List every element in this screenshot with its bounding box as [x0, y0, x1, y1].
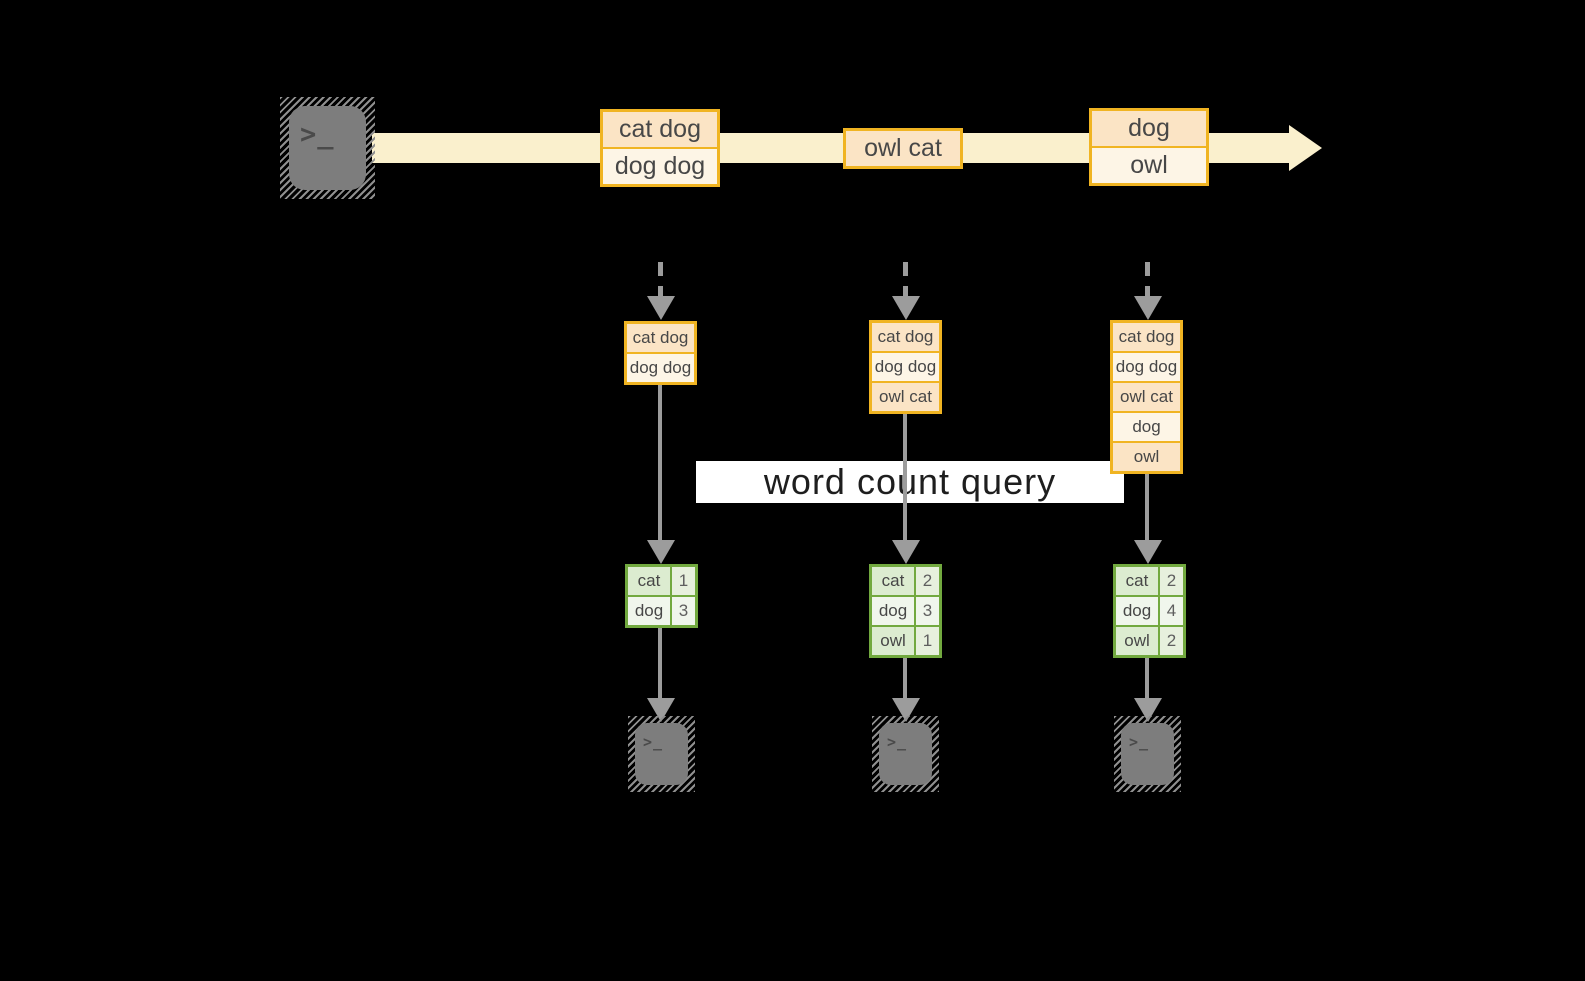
- message-text: dog dog: [1115, 357, 1178, 376]
- message-text: owl cat: [879, 387, 932, 406]
- terminal-icon: >_: [872, 716, 939, 792]
- message-row: dog: [1113, 411, 1180, 441]
- flow-arrow-line: [1145, 474, 1149, 540]
- message-buffer-3: cat dog dog dog owl cat dog owl: [1110, 320, 1183, 474]
- terminal-icon: >_: [280, 97, 375, 199]
- dashed-arrow-line: [1145, 262, 1150, 296]
- word-cell: cat: [1116, 567, 1160, 595]
- terminal-icon-body: >_: [1121, 723, 1174, 785]
- message-row: owl cat: [872, 381, 939, 411]
- message-buffer-1: cat dog dog dog: [624, 321, 697, 385]
- message-row: dog dog: [1113, 351, 1180, 381]
- flow-arrowhead-icon: [1134, 540, 1162, 564]
- terminal-icon-body: >_: [289, 106, 366, 190]
- value-cell: 3: [916, 597, 939, 625]
- message-row: cat dog: [603, 112, 717, 147]
- message-row: cat dog: [627, 324, 694, 352]
- word-cell: dog: [1116, 597, 1160, 625]
- terminal-icon: >_: [1114, 716, 1181, 792]
- terminal-prompt-glyph: >_: [887, 733, 908, 751]
- count-row: dog 3: [872, 595, 939, 625]
- flow-arrowhead-icon: [892, 540, 920, 564]
- value-cell: 2: [1160, 627, 1183, 655]
- word-cell: owl: [1116, 627, 1160, 655]
- count-row: dog 3: [628, 595, 695, 625]
- word-cell: dog: [872, 597, 916, 625]
- value-cell: 1: [916, 627, 939, 655]
- message-row: dog: [1092, 111, 1206, 146]
- stream-batch-2: owl cat: [843, 128, 963, 169]
- terminal-icon-body: >_: [635, 723, 688, 785]
- dashed-arrowhead-icon: [892, 296, 920, 320]
- message-text: dog dog: [629, 358, 692, 377]
- word-count-table-3: cat 2 dog 4 owl 2: [1113, 564, 1186, 658]
- message-text: cat dog: [1118, 327, 1175, 346]
- flow-arrow-line: [658, 385, 662, 540]
- word-cell: dog: [628, 597, 672, 625]
- stream-batch-1: cat dog dog dog: [600, 109, 720, 187]
- word-cell: cat: [872, 567, 916, 595]
- value-cell: 3: [672, 597, 695, 625]
- flow-arrow-line: [903, 658, 907, 698]
- value-cell: 1: [672, 567, 695, 595]
- count-row: owl 2: [1116, 625, 1183, 655]
- stream-arrowhead-icon: [1289, 125, 1322, 171]
- message-row: owl cat: [846, 131, 960, 166]
- count-row: dog 4: [1116, 595, 1183, 625]
- terminal-prompt-glyph: >_: [300, 119, 335, 150]
- message-text: dog: [1132, 417, 1161, 436]
- message-row: dog dog: [872, 351, 939, 381]
- word-cell: owl: [872, 627, 916, 655]
- word-count-table-1: cat 1 dog 3: [625, 564, 698, 628]
- message-text: owl cat: [864, 134, 942, 162]
- message-row: dog dog: [603, 147, 717, 184]
- message-text: cat dog: [618, 115, 701, 143]
- message-row: owl: [1113, 441, 1180, 471]
- flow-arrow-line: [903, 414, 907, 540]
- count-row: owl 1: [872, 625, 939, 655]
- message-text: owl: [1133, 447, 1160, 466]
- message-text: owl cat: [1120, 387, 1173, 406]
- value-cell: 2: [1160, 567, 1183, 595]
- flow-arrowhead-icon: [647, 540, 675, 564]
- count-row: cat 1: [628, 567, 695, 595]
- message-text: dog dog: [614, 152, 706, 180]
- count-row: cat 2: [1116, 567, 1183, 595]
- message-text: dog: [1128, 114, 1170, 142]
- word-count-table-2: cat 2 dog 3 owl 1: [869, 564, 942, 658]
- dashed-arrow-line: [903, 262, 908, 296]
- dashed-arrowhead-icon: [1134, 296, 1162, 320]
- message-buffer-2: cat dog dog dog owl cat: [869, 320, 942, 414]
- message-row: cat dog: [1113, 323, 1180, 351]
- terminal-icon-body: >_: [879, 723, 932, 785]
- message-text: dog dog: [874, 357, 937, 376]
- terminal-icon: >_: [628, 716, 695, 792]
- message-row: dog dog: [627, 352, 694, 382]
- value-cell: 4: [1160, 597, 1183, 625]
- query-label: word count query: [696, 461, 1124, 503]
- word-cell: cat: [628, 567, 672, 595]
- flow-arrow-line: [658, 628, 662, 698]
- terminal-prompt-glyph: >_: [1129, 733, 1150, 751]
- message-text: cat dog: [632, 328, 689, 347]
- message-row: owl cat: [1113, 381, 1180, 411]
- message-text: cat dog: [877, 327, 934, 346]
- query-label-text: word count query: [763, 461, 1057, 502]
- value-cell: 2: [916, 567, 939, 595]
- message-row: owl: [1092, 146, 1206, 183]
- message-text: owl: [1130, 151, 1168, 179]
- dashed-arrowhead-icon: [647, 296, 675, 320]
- count-row: cat 2: [872, 567, 939, 595]
- terminal-prompt-glyph: >_: [643, 733, 664, 751]
- message-row: cat dog: [872, 323, 939, 351]
- stream-batch-3: dog owl: [1089, 108, 1209, 186]
- dashed-arrow-line: [658, 262, 663, 296]
- flow-arrow-line: [1145, 658, 1149, 698]
